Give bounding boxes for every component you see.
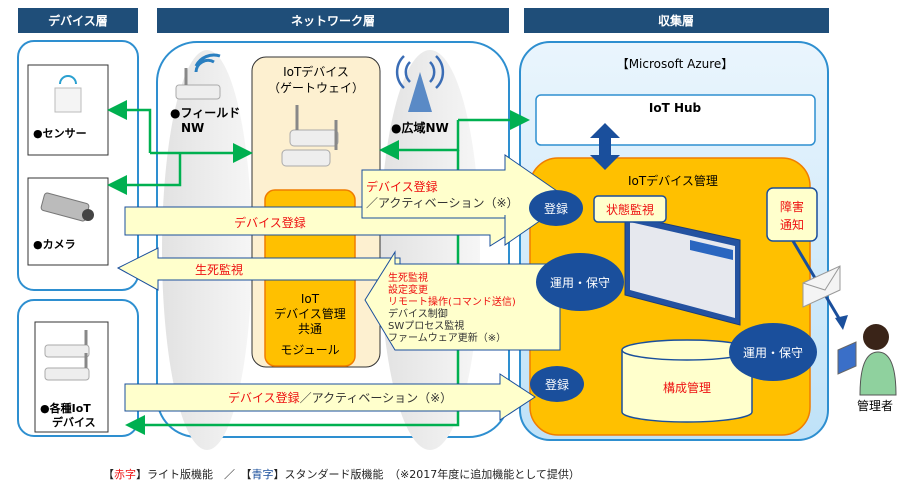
arrow-gateway-register	[361, 154, 571, 246]
svg-text:登録: 登録	[545, 377, 569, 392]
legend: 【赤字】ライト版機能 ／ 【青字】スタンダード版機能 （※2017年度に追加機能…	[103, 467, 580, 481]
svg-text:リモート操作(コマンド送信): リモート操作(コマンド送信)	[388, 295, 516, 308]
status-monitor-label: 状態監視	[593, 195, 667, 223]
dashboard-screen-icon	[624, 214, 741, 326]
svg-text:運用・保守: 運用・保守	[743, 346, 803, 360]
svg-text:運用・保守: 運用・保守	[550, 276, 610, 290]
register-bottom-circle: 登録	[530, 366, 584, 402]
sensor-icon	[54, 87, 82, 113]
admin-label: 管理者	[857, 398, 893, 413]
iot-hub: IoT Hub	[535, 94, 816, 146]
layer-header-device: デバイス層	[18, 8, 138, 33]
svg-text:（ゲートウェイ）: （ゲートウェイ）	[268, 81, 364, 95]
svg-text:デバイス登録: デバイス登録	[234, 215, 306, 230]
svg-text:デバイス登録／アクティベーション（※）: デバイス登録／アクティベーション（※）	[228, 390, 452, 405]
svg-text:モジュール: モジュール	[280, 343, 339, 357]
operations-list: 生死監視 設定変更 リモート操作(コマンド送信) デバイス制御 SWプロセス監視…	[388, 271, 516, 344]
arrow-bottom-register	[124, 373, 536, 421]
svg-text:ネットワーク層: ネットワーク層	[291, 14, 375, 28]
antenna-tower-icon	[395, 55, 445, 112]
wifi-router-icon	[175, 53, 221, 100]
camera-icon	[40, 192, 94, 222]
svg-text:【Microsoft Azure】: 【Microsoft Azure】	[617, 57, 734, 71]
svg-text:NW: NW	[181, 121, 204, 135]
svg-text:IoTデバイス: IoTデバイス	[283, 64, 349, 79]
sensor-box: ●センサー	[27, 64, 109, 156]
svg-text:IoT: IoT	[301, 292, 320, 306]
svg-text:SWプロセス監視: SWプロセス監視	[388, 319, 464, 332]
svg-text:設定変更: 設定変更	[388, 283, 428, 296]
wide-nw: ●広域NW	[391, 55, 449, 135]
hub-bidirectional-arrow-icon	[590, 123, 620, 170]
svg-text:収集層: 収集層	[658, 13, 694, 28]
register-top-circle: 登録	[529, 190, 583, 226]
svg-text:生死監視: 生死監視	[195, 262, 243, 277]
svg-text:／アクティベーション（※）: ／アクティベーション（※）	[366, 196, 519, 210]
various-iot-box: ●各種IoT デバイス	[34, 321, 109, 433]
common-module-label: IoT デバイス管理 共通 モジュール	[274, 292, 346, 357]
fault-notice-label: 障害 通知	[766, 187, 818, 242]
config-management-db: 構成管理	[621, 339, 753, 423]
svg-text:●カメラ: ●カメラ	[33, 238, 76, 251]
gateway-router-icon	[281, 105, 339, 167]
administrator-icon	[837, 324, 897, 396]
svg-text:●フィールド: ●フィールド	[170, 106, 240, 120]
svg-text:●各種IoT: ●各種IoT	[40, 401, 91, 415]
camera-box: ●カメラ	[27, 177, 109, 266]
layer-header-network: ネットワーク層	[157, 8, 509, 33]
connection-lines	[107, 100, 530, 435]
svg-text:生死監視: 生死監視	[388, 271, 428, 284]
svg-text:構成管理: 構成管理	[663, 380, 711, 395]
svg-text:デバイス層: デバイス層	[48, 13, 108, 28]
svg-text:状態監視: 状態監視	[606, 202, 654, 217]
router-icon	[44, 330, 90, 381]
svg-text:共通: 共通	[298, 322, 322, 336]
svg-text:デバイス登録: デバイス登録	[366, 179, 438, 194]
svg-text:デバイス管理: デバイス管理	[274, 306, 346, 321]
svg-text:デバイス: デバイス	[52, 415, 96, 429]
svg-text:障害: 障害	[780, 199, 804, 214]
svg-text:通知: 通知	[780, 218, 804, 232]
ops-right-circle: 運用・保守	[729, 323, 817, 381]
svg-text:登録: 登録	[544, 201, 568, 216]
svg-text:IoT Hub: IoT Hub	[649, 101, 702, 115]
ops-left-circle: 運用・保守	[536, 253, 624, 311]
layer-header-collection: 収集層	[524, 8, 829, 33]
svg-text:●センサー: ●センサー	[33, 127, 87, 140]
field-nw: ●フィールド NW	[170, 53, 240, 135]
email-envelope-icon	[802, 265, 841, 308]
svg-text:ファームウェア更新（※）: ファームウェア更新（※）	[388, 331, 506, 344]
svg-text:デバイス制御: デバイス制御	[388, 307, 448, 320]
svg-text:IoTデバイス管理: IoTデバイス管理	[628, 173, 718, 188]
svg-text:●広域NW: ●広域NW	[391, 120, 449, 135]
